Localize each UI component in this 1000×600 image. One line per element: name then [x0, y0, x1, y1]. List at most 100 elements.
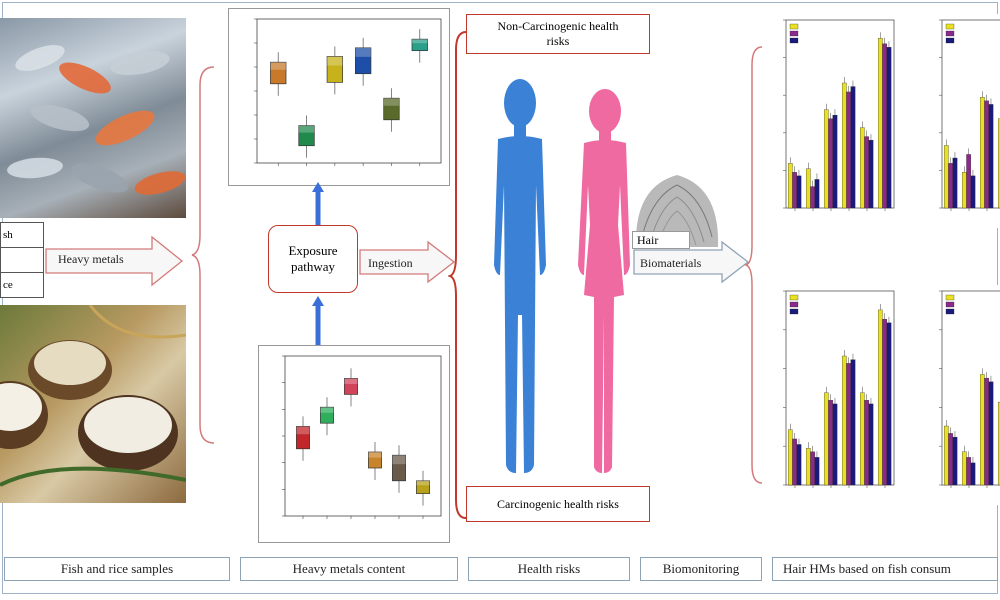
bar — [806, 168, 811, 209]
box-highlight — [411, 39, 428, 44]
bar-chart-1-svg — [783, 19, 895, 211]
exposure-pathway-box: Exposure pathway — [268, 225, 358, 293]
box-highlight — [392, 455, 406, 465]
bar — [970, 175, 976, 209]
bar — [962, 172, 967, 209]
middle-brace — [448, 31, 467, 519]
bar — [882, 318, 887, 486]
right-brace — [744, 46, 763, 484]
bar — [824, 109, 829, 209]
bar — [944, 425, 949, 486]
bar — [998, 118, 1000, 209]
legend-swatch — [789, 308, 799, 315]
bar — [792, 438, 797, 486]
heavy-metals-label: Heavy metals — [58, 252, 124, 266]
box-plot-box — [411, 38, 428, 52]
bar — [878, 38, 883, 209]
heavy-metals-arrow — [45, 235, 184, 287]
legend-swatch — [789, 23, 799, 30]
box-plot-box — [383, 97, 400, 121]
legend-swatch — [789, 30, 799, 37]
bar — [788, 163, 793, 209]
bar — [796, 444, 802, 486]
bottom-cell-health: Health risks — [468, 557, 630, 581]
box-highlight — [355, 47, 371, 57]
left-brace — [191, 66, 215, 444]
hair-label: Hair — [632, 231, 690, 249]
box-highlight — [270, 62, 287, 70]
rice-illustration — [0, 305, 186, 487]
female-silhouette-icon — [578, 89, 630, 473]
box-plot-rice — [258, 345, 450, 543]
bar — [868, 403, 874, 486]
bottom-cell-metals: Heavy metals content — [240, 557, 458, 581]
ingestion-label: Ingestion — [368, 256, 413, 270]
box-plot-box — [296, 426, 310, 450]
bar-chart-3 — [768, 285, 900, 505]
legend-swatch — [945, 301, 955, 308]
bar-chart-4-svg — [939, 290, 1000, 488]
box-plot-rice-svg — [282, 355, 442, 519]
bar — [796, 175, 802, 209]
box-plot-box — [298, 125, 315, 147]
box-highlight — [416, 480, 430, 486]
bar — [962, 451, 967, 486]
bar — [824, 392, 829, 486]
bar — [984, 377, 989, 486]
rice-photo — [0, 305, 186, 503]
bar-chart-4 — [924, 285, 1000, 505]
bar — [792, 172, 797, 209]
box-plot-box — [355, 47, 372, 75]
fish-photo — [0, 18, 186, 218]
bar-plot-area — [785, 19, 895, 209]
bar — [846, 363, 851, 486]
bar — [948, 163, 953, 209]
biomaterials-label: Biomaterials — [640, 256, 702, 270]
sample-item-rice: ce — [3, 279, 13, 291]
bar — [864, 400, 869, 486]
legend-swatch — [945, 30, 955, 37]
bar — [984, 100, 989, 209]
non-carcinogenic-box: Non-Carcinogenic health risks — [466, 14, 650, 54]
legend-swatch — [789, 301, 799, 308]
box-plot-box — [326, 56, 343, 83]
bottom-cell-samples: Fish and rice samples — [4, 557, 230, 581]
bar — [828, 400, 833, 486]
bar — [966, 154, 971, 209]
carcinogenic-box: Carcinogenic health risks — [466, 486, 650, 522]
biomaterials-arrow — [633, 240, 750, 284]
box-plot-fish-svg — [254, 18, 442, 166]
box-plot-box — [368, 451, 382, 469]
bar — [810, 186, 815, 209]
bar-chart-2 — [924, 14, 1000, 228]
bar — [882, 43, 887, 209]
fish-illustration — [7, 45, 186, 195]
legend-swatch — [945, 23, 955, 30]
hair-icon — [635, 175, 719, 247]
bar — [988, 381, 994, 486]
bar — [944, 145, 949, 209]
box-plot-box — [320, 406, 334, 424]
bar — [970, 462, 976, 486]
box-highlight — [368, 452, 382, 458]
sample-item-fish: sh — [1, 223, 43, 248]
bar — [842, 355, 847, 486]
bottom-cell-hair: Hair HMs based on fish consum — [772, 557, 998, 581]
bar — [860, 392, 865, 486]
bar — [980, 97, 985, 209]
box-highlight — [383, 98, 400, 106]
legend-swatch — [945, 308, 955, 315]
bar — [998, 401, 1000, 486]
bar — [878, 309, 883, 486]
bar — [952, 436, 958, 486]
bar — [814, 179, 820, 209]
bar — [832, 403, 838, 486]
bar — [814, 457, 820, 486]
bar — [860, 127, 865, 209]
legend-swatch — [945, 37, 955, 44]
male-silhouette-icon — [494, 79, 546, 473]
bar — [886, 322, 892, 486]
bar — [864, 136, 869, 209]
bar — [988, 104, 994, 209]
box-highlight — [296, 426, 310, 435]
